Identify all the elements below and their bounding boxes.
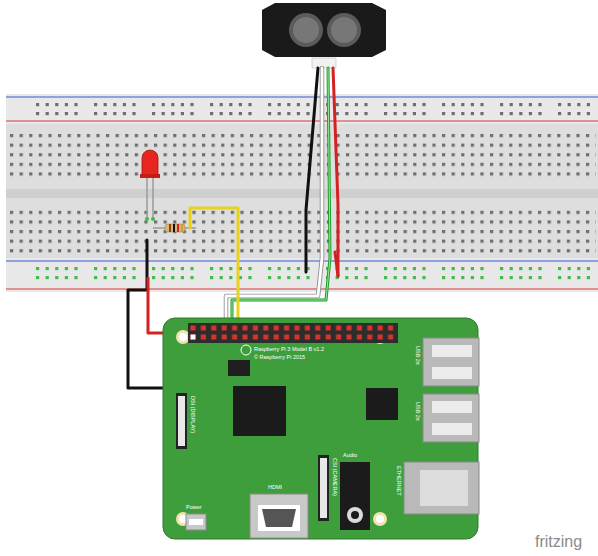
watermark: fritzing [535, 534, 582, 550]
breadboard [6, 94, 598, 292]
part-label: HDMI [268, 485, 282, 491]
part-label: Audio [343, 453, 357, 459]
part-label: DSI (DISPLAY) [190, 396, 196, 433]
raspberry-pi-board [163, 318, 479, 539]
part-label: Raspberry Pi 3 Model B v1.2 [254, 347, 324, 353]
part-label: CSI (CAMERA) [332, 458, 338, 496]
part-label: © Raspberry Pi 2015 [254, 355, 305, 361]
part-label: USB 2x [415, 346, 421, 365]
part-label: ETHERNET [396, 466, 402, 496]
part-label: USB 2x [415, 402, 421, 421]
led [140, 150, 160, 221]
part-label: Power [186, 505, 202, 511]
distance-sensor [262, 3, 386, 68]
